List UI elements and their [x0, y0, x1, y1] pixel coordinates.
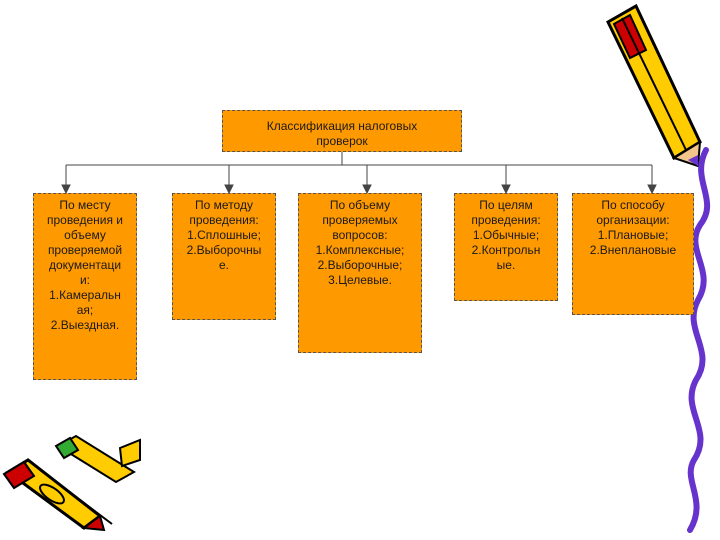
node-by-scope: По объему проверяемых вопросов: 1.Компле…	[298, 193, 422, 353]
node-by-place: По месту проведения и объему проверяемой…	[33, 193, 137, 380]
root-node: Классификация налоговых проверок	[222, 110, 462, 152]
node-by-purpose: По целям проведения: 1.Обычные; 2.Контро…	[454, 193, 558, 301]
node-by-method: По методу проведения: 1.Сплошные; 2.Выбо…	[172, 193, 276, 320]
node-label: По способу организации: 1.Плановые; 2.Вн…	[589, 198, 677, 257]
node-label: По методу проведения: 1.Сплошные; 2.Выбо…	[186, 198, 262, 272]
node-by-organization: По способу организации: 1.Плановые; 2.Вн…	[572, 193, 694, 315]
node-label: По целям проведения: 1.Обычные; 2.Контро…	[471, 198, 541, 272]
root-node-label: Классификация налоговых проверок	[266, 119, 418, 148]
scribble-line	[687, 147, 711, 533]
crayons-icon	[2, 434, 141, 532]
node-label: По объему проверяемых вопросов: 1.Компле…	[315, 198, 405, 287]
node-label: По месту проведения и объему проверяемой…	[46, 198, 124, 332]
pencil-icon	[606, 3, 702, 168]
